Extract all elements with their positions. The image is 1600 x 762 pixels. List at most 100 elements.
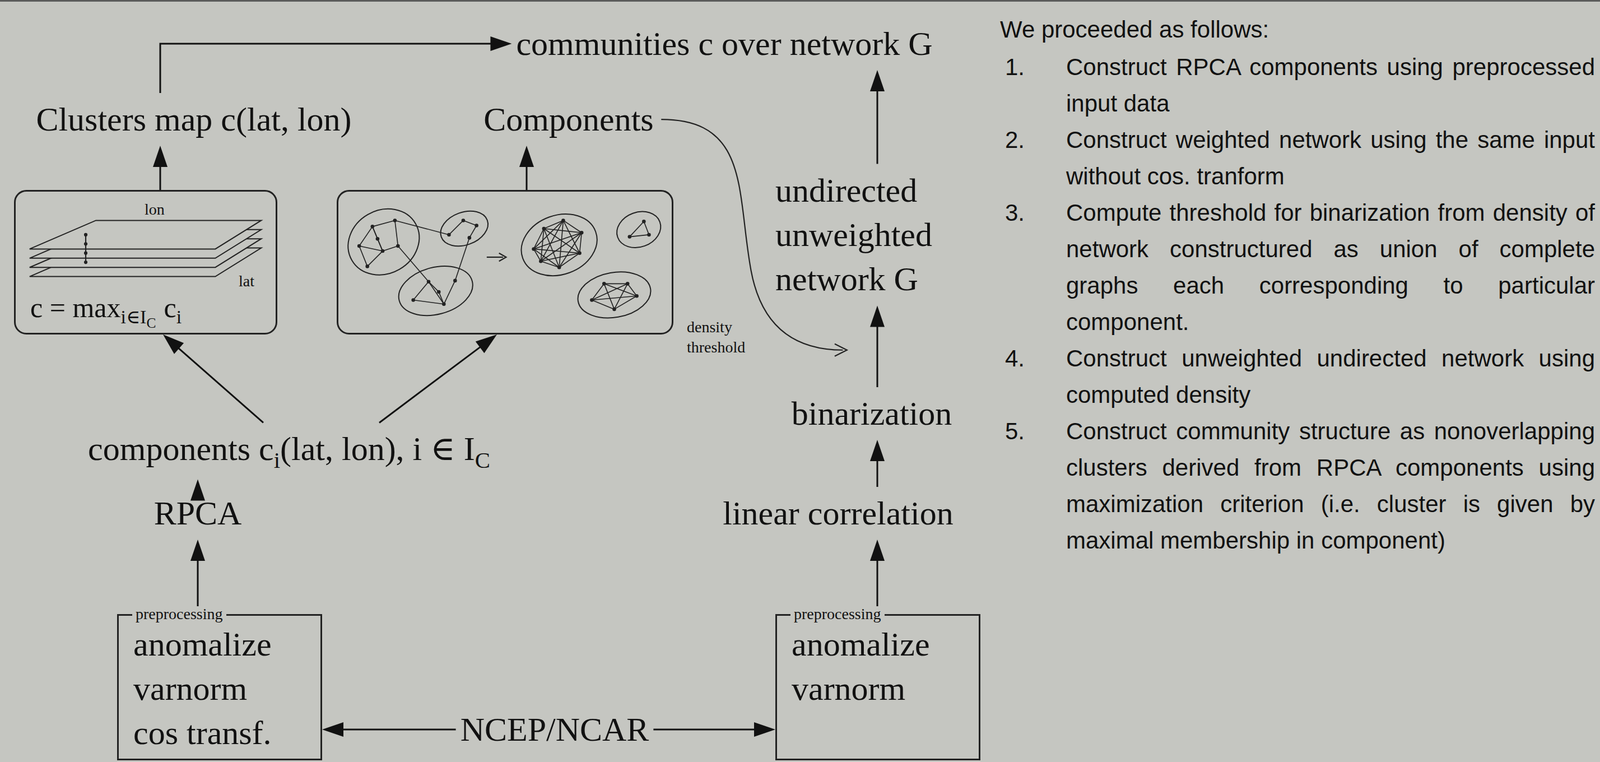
graph-edge <box>643 221 649 235</box>
step-number: 4. <box>1000 340 1067 413</box>
arrowhead <box>152 145 168 167</box>
graph-edge <box>559 232 582 268</box>
node-text: (lat, lon), i ∈ I <box>280 430 476 468</box>
graph-vertex <box>426 279 431 284</box>
text-node: NCEP/NCAR <box>460 707 650 752</box>
text-node: linear correlation <box>722 491 953 536</box>
graph-edge <box>438 291 444 305</box>
step-item: 5.Construct community structure as nonov… <box>1000 412 1595 559</box>
graph-edge <box>533 220 564 249</box>
formula-text: c <box>163 291 176 324</box>
step-item: 4.Construct unweighted undirected networ… <box>1000 340 1595 413</box>
graph-vertex <box>365 264 370 269</box>
connector <box>876 90 879 165</box>
graph-edge <box>367 250 383 267</box>
arrowhead <box>519 145 534 167</box>
graph-edge <box>372 226 378 239</box>
connector <box>160 43 492 93</box>
graph-edge <box>413 299 445 304</box>
node-text: components c <box>87 430 274 468</box>
step-text: Construct RPCA components using preproce… <box>1066 48 1595 122</box>
graph-vertex <box>357 244 362 249</box>
node-text: binarization <box>791 391 953 436</box>
graph-edge <box>533 248 542 262</box>
step-text: Construct community structure as nonover… <box>1066 412 1595 559</box>
graph-vertex <box>538 259 543 264</box>
graph-edge <box>394 220 450 235</box>
connector <box>379 346 481 423</box>
subscript: C <box>475 447 491 473</box>
text-node: Components <box>483 97 654 142</box>
graph-vertex <box>589 298 594 302</box>
node-text: Components <box>483 97 654 142</box>
graph-vertex <box>370 224 375 229</box>
graph-edge <box>382 245 398 251</box>
graph-vertex <box>625 281 630 286</box>
graph-edge <box>533 232 583 249</box>
box-body: anomalize varnorm cos transf. <box>133 622 285 756</box>
graph-edge <box>372 220 395 227</box>
graph-edge <box>463 220 477 226</box>
graph-vertex <box>642 219 646 224</box>
graph-edge <box>629 221 644 237</box>
graph-vertex <box>393 218 398 223</box>
graph-vertex <box>411 298 416 302</box>
graph-vertex <box>612 307 617 312</box>
graph-edge <box>540 220 564 262</box>
graph-vertex <box>531 247 536 251</box>
panel-heading: We proceeded as follows: <box>1000 11 1595 48</box>
graph-edge <box>397 245 429 282</box>
graph-vertex <box>628 234 632 239</box>
arrowhead <box>490 36 512 51</box>
graph-edge <box>603 283 615 310</box>
graph-vertex <box>602 281 607 286</box>
connector <box>876 459 879 487</box>
network-box <box>336 189 674 335</box>
text-node: binarization <box>791 391 953 436</box>
graph-edge <box>428 281 439 292</box>
graph-vertex <box>634 294 639 299</box>
arrowhead <box>322 722 344 737</box>
arrowhead <box>870 439 885 462</box>
top-border <box>0 0 1600 2</box>
connector <box>526 165 528 190</box>
step-text: Compute threshold for binarization from … <box>1066 194 1595 341</box>
graph-edge <box>603 283 628 285</box>
graph-edge <box>448 220 463 235</box>
connector <box>342 728 457 731</box>
text-node: RPCA <box>154 491 243 536</box>
connector <box>876 326 879 388</box>
graph-edge <box>377 238 383 251</box>
graph-edge <box>614 295 637 310</box>
graph-edge <box>540 253 580 262</box>
box-heading: preprocessing <box>132 606 227 622</box>
box-body: anomalize varnorm <box>791 622 943 711</box>
graph-vertex <box>577 250 582 255</box>
text-node: undirected unweighted network G <box>775 168 944 302</box>
arrowhead <box>870 305 885 328</box>
graph-vertex <box>442 302 446 307</box>
graph-edge <box>359 245 368 267</box>
arrowhead <box>870 539 885 561</box>
axis-label: lat <box>238 273 255 290</box>
graph-vertex <box>467 235 472 240</box>
steps-panel: We proceeded as follows:1.Construct RPCA… <box>1000 11 1595 559</box>
graph-vertex <box>453 278 458 283</box>
formula-text: c = max <box>30 291 121 324</box>
graph-vertex <box>542 226 547 231</box>
formula-subscript: i∈I <box>120 306 147 328</box>
graph-vertex <box>474 223 479 228</box>
arrowhead <box>190 539 206 561</box>
step-number: 2. <box>1000 121 1067 195</box>
text-node: components ci(lat, lon), i ∈ IC <box>87 426 491 475</box>
graph-vertex <box>557 265 562 270</box>
step-text: Construct unweighted undirected network … <box>1066 340 1595 413</box>
graph-edge <box>372 226 383 251</box>
arrowhead <box>870 70 885 92</box>
layers-box: lonlatc = maxi∈ICci <box>14 189 278 335</box>
step-item: 2.Construct weighted network using the s… <box>1000 121 1595 195</box>
graph-vertex <box>561 218 566 223</box>
graph-vertex <box>436 290 441 295</box>
annotation: density threshold <box>686 317 760 358</box>
node-text: NCEP/NCAR <box>460 707 650 752</box>
